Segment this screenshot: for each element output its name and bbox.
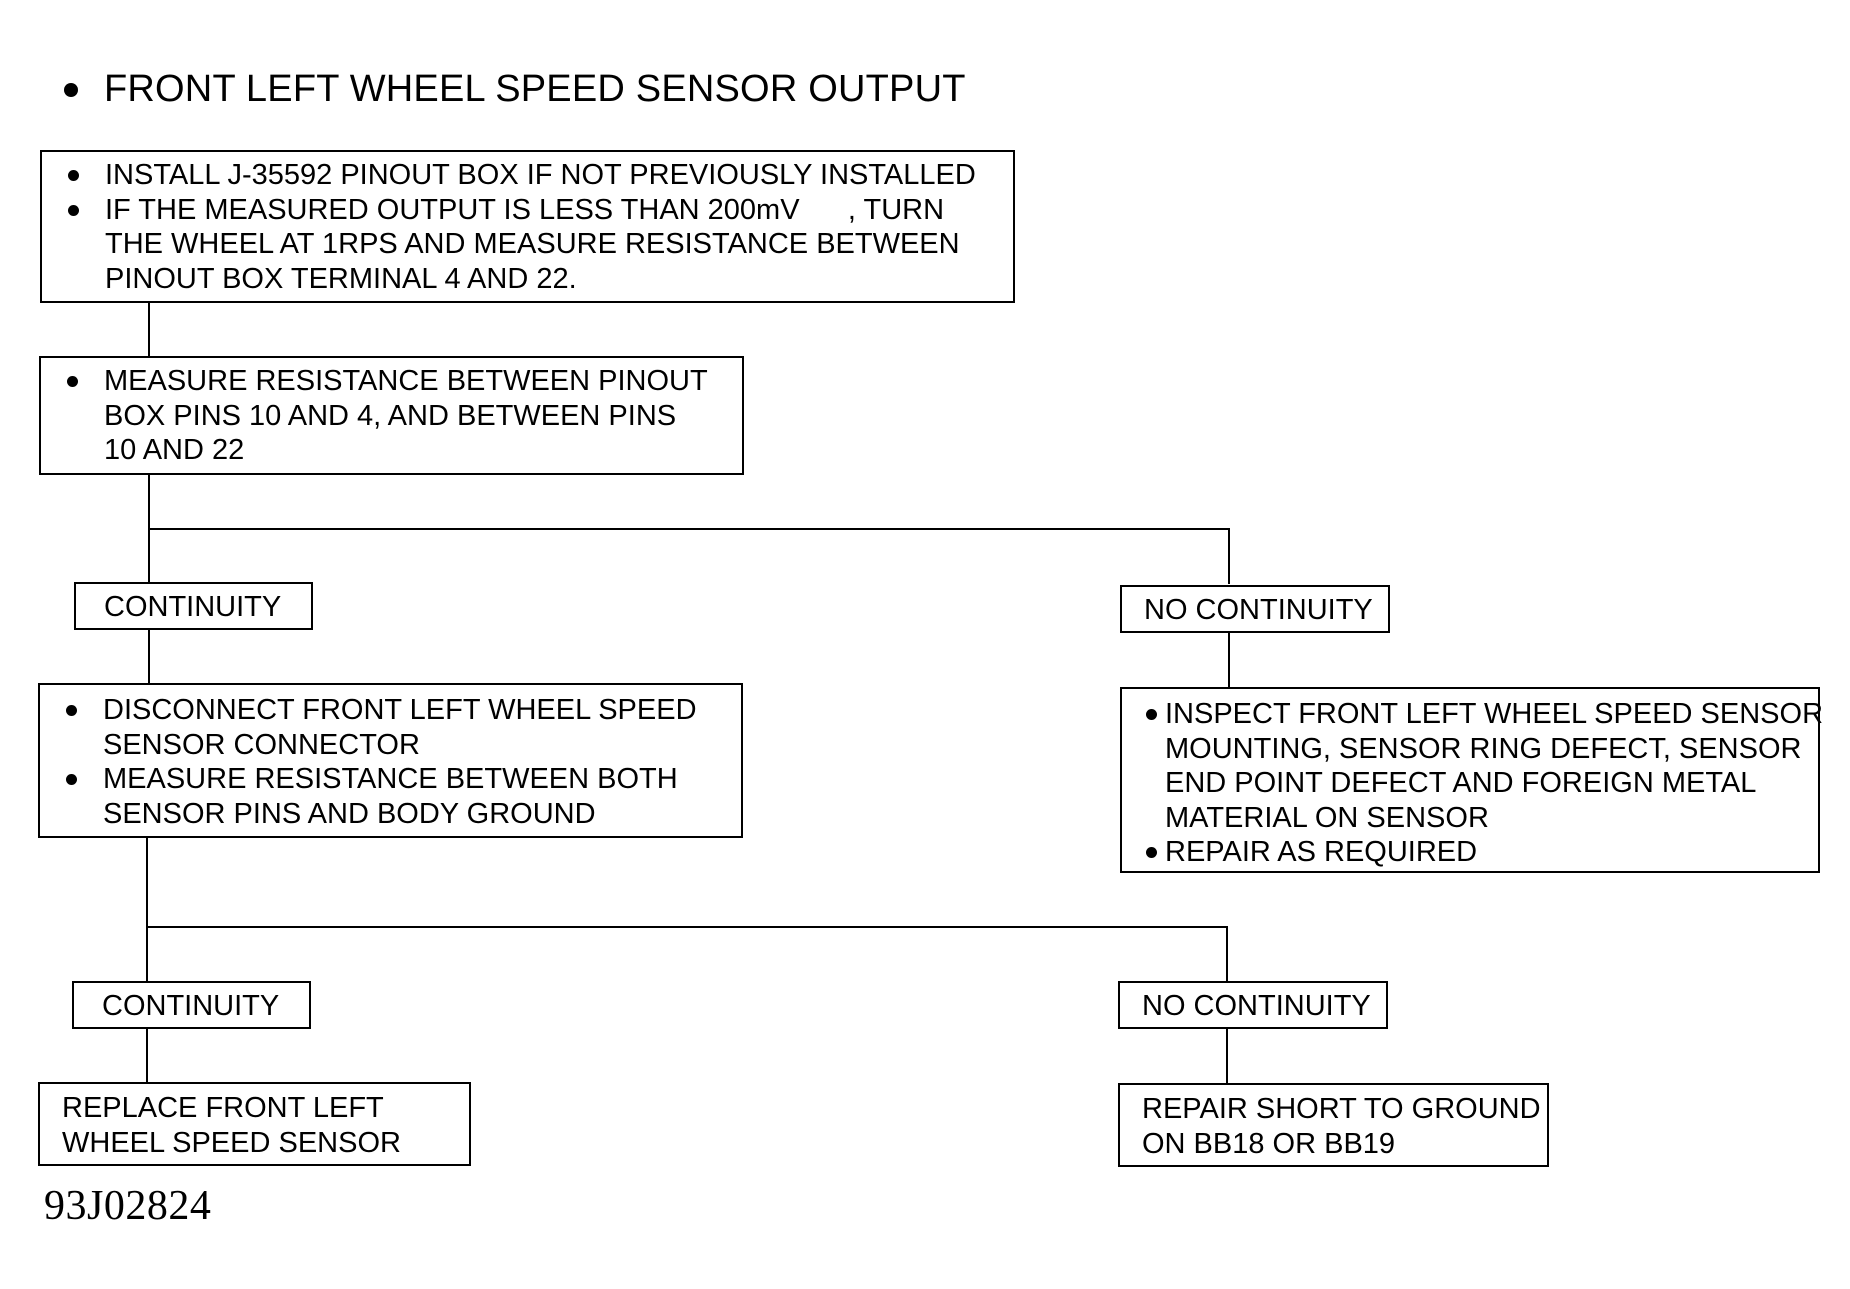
- connector-line: [148, 629, 150, 685]
- step-box-replace-sensor: REPLACE FRONT LEFT WHEEL SPEED SENSOR: [38, 1082, 471, 1166]
- step-text: REPAIR SHORT TO GROUND: [1142, 1093, 1541, 1125]
- step-bullet: DISCONNECT FRONT LEFT WHEEL SPEED SENSOR…: [66, 693, 741, 762]
- step-text: INSPECT FRONT LEFT WHEEL SPEED SENSOR: [1165, 698, 1824, 730]
- step-text: SENSOR CONNECTOR: [103, 728, 420, 761]
- step-text: REPAIR AS REQUIRED: [1165, 836, 1478, 868]
- connector-line: [1228, 632, 1230, 688]
- step-bullet: INSPECT FRONT LEFT WHEEL SPEED SENSOR MO…: [1146, 697, 1823, 835]
- step-text: IF THE MEASURED OUTPUT IS LESS THAN 200m…: [105, 193, 945, 226]
- connector-line: [1226, 1028, 1228, 1085]
- result-label-text: NO CONTINUITY: [1142, 990, 1371, 1022]
- step-text: REPLACE FRONT LEFT: [62, 1092, 384, 1124]
- connector-line: [146, 838, 148, 983]
- step-text: DISCONNECT FRONT LEFT WHEEL SPEED: [103, 694, 697, 726]
- connector-line: [148, 302, 150, 358]
- bullet-icon: [67, 376, 78, 387]
- figure-code: 93J02824: [44, 1183, 212, 1229]
- diagram-title: FRONT LEFT WHEEL SPEED SENSOR OUTPUT: [64, 68, 966, 111]
- step-text: ON BB18 OR BB19: [1142, 1127, 1396, 1160]
- result-label-continuity: CONTINUITY: [74, 582, 313, 630]
- result-label-no-continuity: NO CONTINUITY: [1118, 981, 1388, 1029]
- step-box-install-pinout: INSTALL J-35592 PINOUT BOX IF NOT PREVIO…: [40, 150, 1015, 303]
- bullet-icon: [1146, 847, 1157, 858]
- step-bullet: IF THE MEASURED OUTPUT IS LESS THAN 200m…: [68, 193, 1013, 297]
- step-text: INSTALL J-35592 PINOUT BOX IF NOT PREVIO…: [105, 159, 976, 191]
- result-label-text: NO CONTINUITY: [1144, 594, 1373, 626]
- connector-line: [1226, 926, 1228, 983]
- bullet-icon: [66, 774, 77, 785]
- step-text: MATERIAL ON SENSOR: [1165, 801, 1489, 834]
- step-text: 10 AND 22: [104, 434, 245, 466]
- bullet-icon: [1146, 709, 1157, 720]
- step-text: PINOUT BOX TERMINAL 4 AND 22.: [105, 262, 577, 295]
- result-label-text: CONTINUITY: [102, 990, 280, 1022]
- step-bullet: MEASURE RESISTANCE BETWEEN PINOUT BOX PI…: [67, 364, 742, 468]
- bullet-icon: [66, 705, 77, 716]
- connector-line: [1228, 528, 1230, 584]
- result-label-continuity: CONTINUITY: [72, 981, 311, 1029]
- step-box-measure-pins: MEASURE RESISTANCE BETWEEN PINOUT BOX PI…: [39, 356, 744, 475]
- step-bullet: INSTALL J-35592 PINOUT BOX IF NOT PREVIO…: [68, 158, 1013, 193]
- step-box-repair-short: REPAIR SHORT TO GROUND ON BB18 OR BB19: [1118, 1083, 1549, 1167]
- step-text: MEASURE RESISTANCE BETWEEN BOTH: [103, 763, 678, 795]
- step-text: SENSOR PINS AND BODY GROUND: [103, 797, 596, 830]
- bullet-icon: [68, 170, 79, 181]
- step-text: MOUNTING, SENSOR RING DEFECT, SENSOR: [1165, 732, 1802, 765]
- step-box-inspect-sensor: INSPECT FRONT LEFT WHEEL SPEED SENSOR MO…: [1120, 687, 1823, 873]
- connector-line: [146, 926, 1227, 928]
- step-bullet: MEASURE RESISTANCE BETWEEN BOTH SENSOR P…: [66, 762, 741, 831]
- step-box-disconnect-sensor: DISCONNECT FRONT LEFT WHEEL SPEED SENSOR…: [38, 683, 743, 838]
- diagram-title-text: FRONT LEFT WHEEL SPEED SENSOR OUTPUT: [104, 68, 966, 110]
- step-text: THE WHEEL AT 1RPS AND MEASURE RESISTANCE…: [105, 228, 960, 260]
- result-label-text: CONTINUITY: [104, 591, 282, 623]
- step-text: WHEEL SPEED SENSOR: [62, 1126, 401, 1159]
- step-text: END POINT DEFECT AND FOREIGN METAL: [1165, 767, 1757, 799]
- bullet-icon: [68, 204, 79, 216]
- bullet-icon: [64, 82, 78, 97]
- result-label-no-continuity: NO CONTINUITY: [1120, 585, 1390, 633]
- connector-line: [148, 528, 1229, 530]
- connector-line: [146, 1028, 148, 1084]
- step-text: MEASURE RESISTANCE BETWEEN PINOUT: [104, 365, 708, 397]
- step-bullet: REPAIR AS REQUIRED: [1146, 835, 1818, 870]
- step-text: BOX PINS 10 AND 4, AND BETWEEN PINS: [104, 399, 677, 432]
